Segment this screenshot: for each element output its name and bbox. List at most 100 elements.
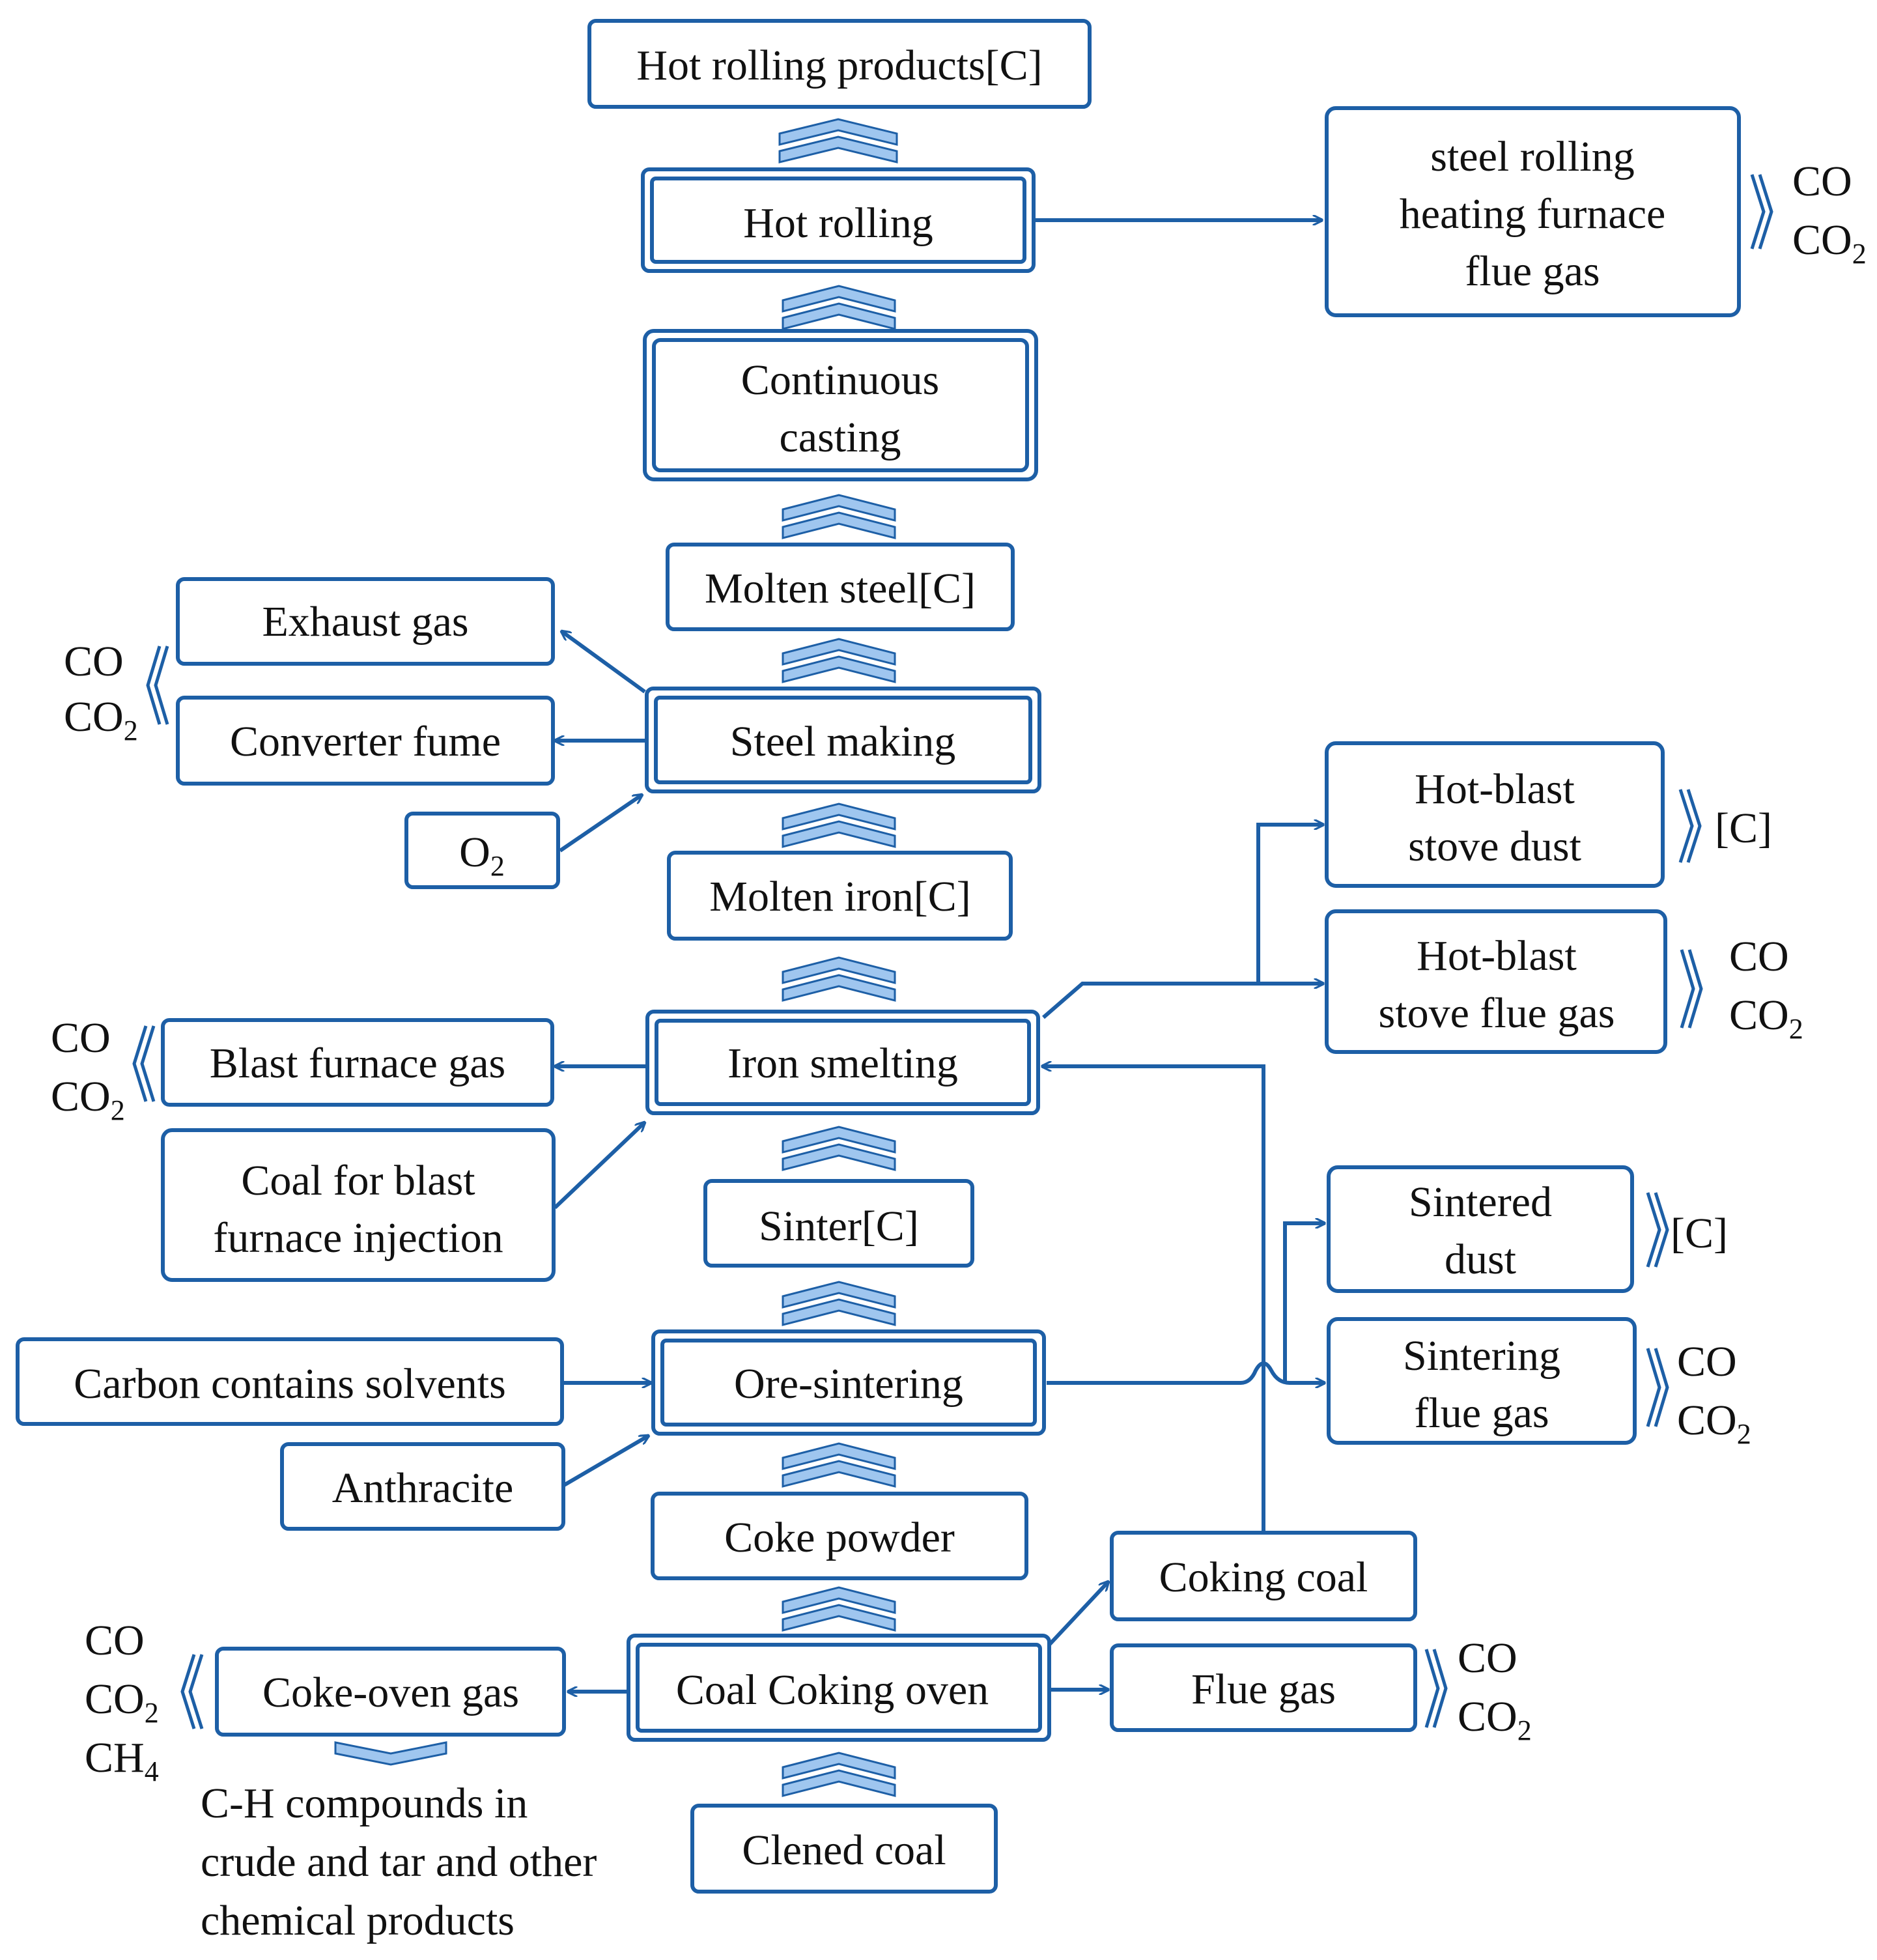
hot-rolling-label: Hot rolling (743, 199, 933, 247)
bracket-right-icon (1678, 789, 1702, 863)
flue-gas-label: Flue gas (1191, 1666, 1336, 1713)
gas-labels-sintering-flue: CO CO2 (1677, 1338, 1751, 1450)
box-steel-making: Steel making (645, 687, 1041, 793)
sintered-dust-line1: Sintered (1409, 1178, 1552, 1226)
hot-blast-dust-line2: stove dust (1408, 823, 1581, 870)
coke-oven-gas-label: Coke-oven gas (262, 1669, 519, 1716)
note-line2: crude and tar and other (201, 1838, 597, 1886)
box-ore-sintering: Ore-sintering (651, 1329, 1046, 1436)
continuous-casting-line2: casting (780, 414, 901, 461)
arrow-coal-injection-to-iron (553, 1122, 645, 1210)
clened-coal-label: Clened coal (742, 1826, 946, 1874)
arrow-oven-to-coking-coal (1048, 1582, 1108, 1646)
steel-making-label: Steel making (730, 718, 955, 765)
note-line1: C-H compounds in (201, 1780, 528, 1827)
box-coal-coking-oven: Coal Coking oven (627, 1634, 1051, 1742)
rolling-flue-gas-line2: heating furnace (1400, 190, 1666, 238)
box-sintering-flue-gas: Sintering flue gas (1327, 1317, 1637, 1445)
co-label: CO (64, 638, 124, 685)
box-hot-rolling-products: Hot rolling products[C] (587, 19, 1092, 109)
gas-labels-sintered-dust: [C] (1671, 1210, 1728, 1257)
box-rolling-flue-gas: steel rolling heating furnace flue gas (1325, 106, 1741, 317)
chevron-up-icon (782, 1126, 896, 1171)
bracket-left-icon (146, 646, 169, 725)
carbon-label: [C] (1715, 804, 1772, 852)
o2-label: O2 (459, 829, 505, 882)
gas-labels-hotblast-dust: [C] (1715, 804, 1772, 852)
hot-blast-flue-line1: Hot-blast (1417, 932, 1577, 980)
converter-fume-label: Converter fume (230, 718, 501, 765)
coking-coal-label: Coking coal (1159, 1554, 1368, 1601)
carbon-solvents-label: Carbon contains solvents (74, 1360, 506, 1408)
coal-coking-oven-label: Coal Coking oven (676, 1666, 989, 1714)
box-hot-rolling: Hot rolling (641, 167, 1036, 273)
box-continuous-casting: Continuous casting (643, 329, 1038, 481)
arrow-coking-coal-to-iron (1042, 1066, 1265, 1531)
hot-rolling-products-label: Hot rolling products[C] (636, 42, 1042, 89)
coal-injection-line1: Coal for blast (241, 1157, 475, 1204)
co2-label: CO2 (51, 1073, 125, 1126)
box-iron-smelting: Iron smelting (645, 1010, 1040, 1115)
chevron-up-icon (782, 494, 896, 539)
note-line3: chemical products (201, 1897, 515, 1944)
hot-blast-dust-line1: Hot-blast (1415, 765, 1575, 813)
gas-labels-steel: CO CO2 (64, 638, 138, 746)
box-coke-powder: Coke powder (651, 1492, 1028, 1580)
bracket-left-icon (132, 1025, 156, 1102)
bracket-right-icon (1646, 1348, 1669, 1427)
co-label: CO (1792, 158, 1852, 205)
bracket-left-icon (180, 1654, 204, 1729)
brackets (132, 174, 1773, 1729)
molten-steel-label: Molten steel[C] (705, 565, 976, 612)
co2-label: CO2 (1792, 216, 1867, 270)
arrow-o2-to-steel (559, 795, 642, 853)
bracket-right-icon (1424, 1649, 1448, 1728)
sinter-label: Sinter[C] (759, 1202, 919, 1250)
box-coal-injection: Coal for blast furnace injection (161, 1128, 556, 1282)
box-hot-blast-dust: Hot-blast stove dust (1325, 741, 1665, 888)
hot-blast-flue-line2: stove flue gas (1379, 989, 1615, 1037)
blast-furnace-gas-label: Blast furnace gas (210, 1040, 506, 1087)
co2-label: CO2 (1677, 1397, 1751, 1450)
chevron-up-icon (782, 956, 896, 1002)
gas-labels-hotblast-flue: CO CO2 (1729, 933, 1803, 1045)
co-label: CO (51, 1014, 111, 1062)
chevron-up-icon (782, 802, 896, 848)
co2-label: CO2 (64, 693, 138, 746)
connectors (553, 220, 1325, 1692)
molten-iron-label: Molten iron[C] (709, 873, 970, 920)
coke-powder-label: Coke powder (724, 1514, 955, 1561)
rolling-flue-gas-line3: flue gas (1465, 248, 1600, 295)
chevron-down-icon (334, 1741, 447, 1766)
coke-oven-products-note: C-H compounds in crude and tar and other… (201, 1780, 597, 1944)
connector-iron-to-hotblast (1042, 984, 1323, 1019)
chevron-up-icon (782, 285, 896, 330)
box-coking-coal: Coking coal (1110, 1531, 1417, 1621)
chevron-up-icon (782, 638, 896, 683)
bracket-right-icon (1646, 1192, 1669, 1268)
upward-flow-chevrons (778, 118, 898, 1797)
box-exhaust-gas: Exhaust gas (176, 577, 555, 666)
ore-sintering-label: Ore-sintering (734, 1360, 963, 1408)
arrow-steel-to-exhaust (561, 631, 646, 694)
co-label: CO (1458, 1634, 1517, 1682)
box-molten-steel: Molten steel[C] (666, 543, 1015, 631)
anthracite-label: Anthracite (332, 1464, 514, 1512)
gas-labels-coke-gas: CO CO2 CH4 (85, 1617, 159, 1787)
chevron-up-icon (782, 1281, 896, 1326)
box-blast-furnace-gas: Blast furnace gas (161, 1018, 554, 1107)
chevron-up-icon (778, 118, 898, 163)
box-hot-blast-flue-gas: Hot-blast stove flue gas (1325, 909, 1667, 1054)
co-label: CO (1677, 1338, 1737, 1385)
carbon-label: [C] (1671, 1210, 1728, 1257)
box-converter-fume: Converter fume (176, 696, 555, 786)
box-o2: O2 (404, 812, 560, 889)
bracket-right-icon (1680, 949, 1703, 1029)
chevron-up-icon (782, 1752, 896, 1797)
chevron-up-icon (782, 1586, 896, 1632)
arrow-anthracite-to-sintering (563, 1436, 649, 1487)
box-flue-gas: Flue gas (1110, 1643, 1417, 1732)
exhaust-gas-label: Exhaust gas (262, 598, 468, 646)
box-carbon-solvents: Carbon contains solvents (16, 1337, 564, 1426)
box-molten-iron: Molten iron[C] (667, 851, 1013, 941)
